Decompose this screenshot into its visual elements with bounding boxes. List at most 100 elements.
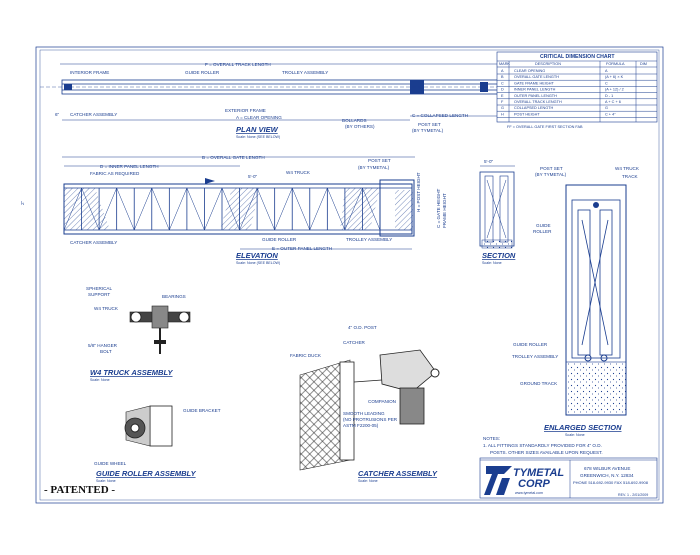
dim-6-label: 6" bbox=[55, 112, 60, 117]
catcher-label: CATCHER bbox=[343, 340, 366, 345]
chart-cell: B bbox=[501, 75, 504, 79]
company-addr-3: PHONE 518-692-9930 FAX 518-692-9908 bbox=[573, 480, 649, 485]
elev-post-set-label: POST SET bbox=[368, 158, 391, 163]
truss-diagonal bbox=[344, 187, 363, 231]
enl-roller-label-2: ROLLER bbox=[533, 229, 552, 234]
notes-line-1: 1. ALL FITTINGS STANDARDLY PROVIDED FOR … bbox=[483, 443, 602, 448]
section-view: 5'-0" SECTION Scale: None bbox=[479, 159, 516, 265]
notes-line-2: POSTS. OTHER SIZES AVAILABLE UPON REQUES… bbox=[490, 450, 603, 455]
truss-diagonal bbox=[239, 187, 258, 231]
chart-header-dim: DIM bbox=[640, 62, 647, 66]
enl-guide-label-1: GUIDE bbox=[536, 223, 551, 228]
w4-truck-assembly: SPHERICAL SUPPORT BEARINGS W4 TRUCK 5/8"… bbox=[86, 286, 191, 382]
company-addr-2: GREENWICH, N.Y. 12834 bbox=[580, 473, 634, 478]
elevation-view: B = OVERALL GATE LENGTH D = INNER PANEL … bbox=[20, 155, 447, 265]
chart-cell: C bbox=[501, 81, 504, 85]
truss-diagonal bbox=[133, 187, 153, 231]
chart-cell: A + C + 6 bbox=[605, 100, 621, 104]
chart-cell: C bbox=[605, 81, 608, 85]
truss-diagonal bbox=[362, 187, 381, 231]
truss-diagonal bbox=[63, 187, 82, 231]
chart-header-mark: MARK bbox=[499, 62, 510, 66]
rev-label: REV. 1 - 2/01/2009 bbox=[618, 493, 648, 497]
chart-cell: OUTER PANEL LENGTH bbox=[514, 94, 557, 98]
enl-track-label: TRACK bbox=[622, 174, 639, 179]
outer-panel-label: E = OUTER PANEL LENGTH bbox=[272, 246, 332, 251]
chart-cell: OVERALL TRACK LENGTH bbox=[514, 100, 562, 104]
companion-label: COMPANION bbox=[368, 399, 396, 404]
enlarged-section: POST SET (BY TYMETAL) W4 TRUCK TRACK GUI… bbox=[512, 166, 640, 437]
truss-diagonal bbox=[169, 187, 188, 231]
chart-cell: (A + 6) × K bbox=[605, 75, 624, 79]
tymetal-logo-icon bbox=[484, 466, 512, 495]
chart-header-formula: FORMULA bbox=[606, 62, 625, 66]
chart-cell: (A + 12) / 2 bbox=[605, 88, 624, 92]
chart-cell: COLLAPSED LENGTH bbox=[514, 106, 554, 110]
fabric-duck-label: FABRIC DUCK bbox=[290, 353, 322, 358]
catcher-scale: Scale: None bbox=[358, 479, 378, 483]
title-block: TYMETAL CORP www.tymetal.com 678 WILBUR … bbox=[479, 457, 658, 499]
chart-title: CRITICAL DIMENSION CHART bbox=[540, 54, 615, 60]
fabric-label: FABRIC AS REQUIRED bbox=[90, 171, 140, 176]
elevation-truss bbox=[63, 187, 381, 231]
guide-roller-assembly: GUIDE BRACKET GUIDE WHEEL GUIDE ROLLER A… bbox=[94, 405, 221, 483]
enlarged-title: ENLARGED SECTION bbox=[544, 423, 622, 432]
truss-diagonal bbox=[274, 187, 293, 231]
w4-truck-part-label: W4 TRUCK bbox=[94, 306, 119, 311]
enlarged-scale: Scale: None bbox=[565, 433, 585, 437]
chart-cell: OVERALL GATE LENGTH bbox=[514, 75, 559, 79]
chart-cell: D - 1 bbox=[605, 94, 613, 98]
smooth-label-1: SMOOTH LEADING bbox=[343, 411, 385, 416]
frame-height-label: FRAME HEIGHT bbox=[442, 193, 447, 228]
notes-title: NOTES: bbox=[483, 436, 500, 441]
chart-cell: A bbox=[501, 69, 504, 73]
truss-diagonal bbox=[309, 187, 328, 231]
company-name-2: CORP bbox=[518, 478, 550, 490]
company-web: www.tymetal.com bbox=[515, 491, 543, 495]
inner-panel-label: D = INNER PANEL LENGTH bbox=[100, 164, 159, 169]
plan-view-title: PLAN VIEW bbox=[236, 125, 279, 134]
dim-2-label: 2" bbox=[20, 200, 25, 205]
truss-diagonal bbox=[327, 187, 346, 231]
truss-diagonal bbox=[98, 187, 117, 231]
trolley-assembly-label: TROLLEY ASSEMBLY bbox=[282, 70, 328, 75]
truss-diagonal bbox=[186, 187, 205, 231]
truss-diagonal bbox=[221, 187, 240, 231]
w4-truck-title: W4 TRUCK ASSEMBLY bbox=[90, 368, 173, 377]
by-tymetal-label: (BY TYMETAL) bbox=[412, 128, 444, 133]
enl-post-set-label: POST SET bbox=[540, 166, 563, 171]
plan-view-scale: Scale: None (SEE BELOW) bbox=[236, 135, 280, 139]
elevation-title: ELEVATION bbox=[236, 251, 278, 260]
overall-track-label: F = OVERALL TRACK LENGTH bbox=[205, 62, 271, 67]
critical-dimension-chart: CRITICAL DIMENSION CHART MARK DESCRIPTIO… bbox=[496, 51, 658, 129]
guide-roller-title: GUIDE ROLLER ASSEMBLY bbox=[96, 469, 197, 478]
elev-trolley-label: TROLLEY ASSEMBLY bbox=[346, 237, 392, 242]
spherical-label-2: SUPPORT bbox=[88, 292, 110, 297]
catcher-post-label: 4" O.D. POST bbox=[348, 325, 377, 330]
chart-cell: A bbox=[605, 69, 608, 73]
inner-border bbox=[39, 49, 660, 501]
w4-truck-label: W4 TRUCK bbox=[286, 170, 311, 175]
company-name-1: TYMETAL bbox=[513, 467, 564, 479]
chart-header-description: DESCRIPTION bbox=[535, 62, 561, 66]
bollards-label: BOLLARDS bbox=[342, 118, 367, 123]
guide-roller-scale: Scale: None bbox=[96, 479, 116, 483]
section-dim-label: 5'-0" bbox=[484, 159, 494, 164]
catcher-assembly-detail: 4" O.D. POST CATCHER FABRIC DUCK COMPANI… bbox=[290, 325, 440, 483]
interior-frame-label: INTERIOR FRAME bbox=[70, 70, 109, 75]
outer-border bbox=[35, 46, 664, 504]
enl-by-tymetal-label: (BY TYMETAL) bbox=[535, 172, 567, 177]
smooth-label-2: (NO PROTRUSIONS PER bbox=[343, 417, 398, 422]
enl-w4-truck-label: W4 TRUCK bbox=[615, 166, 640, 171]
catcher-assembly-label: CATCHER ASSEMBLY bbox=[70, 112, 117, 117]
truss-diagonal bbox=[151, 187, 170, 231]
guide-bracket-label: GUIDE BRACKET bbox=[183, 408, 221, 413]
guide-roller-label: GUIDE ROLLER bbox=[185, 70, 220, 75]
plan-view: F = OVERALL TRACK LENGTH INTERIOR FRAME … bbox=[40, 62, 510, 139]
catcher-title: CATCHER ASSEMBLY bbox=[358, 469, 438, 478]
company-addr-1: 678 WILBUR AVENUE bbox=[584, 466, 630, 471]
chart-cell: G bbox=[501, 106, 504, 110]
bearings-label: BEARINGS bbox=[162, 294, 186, 299]
